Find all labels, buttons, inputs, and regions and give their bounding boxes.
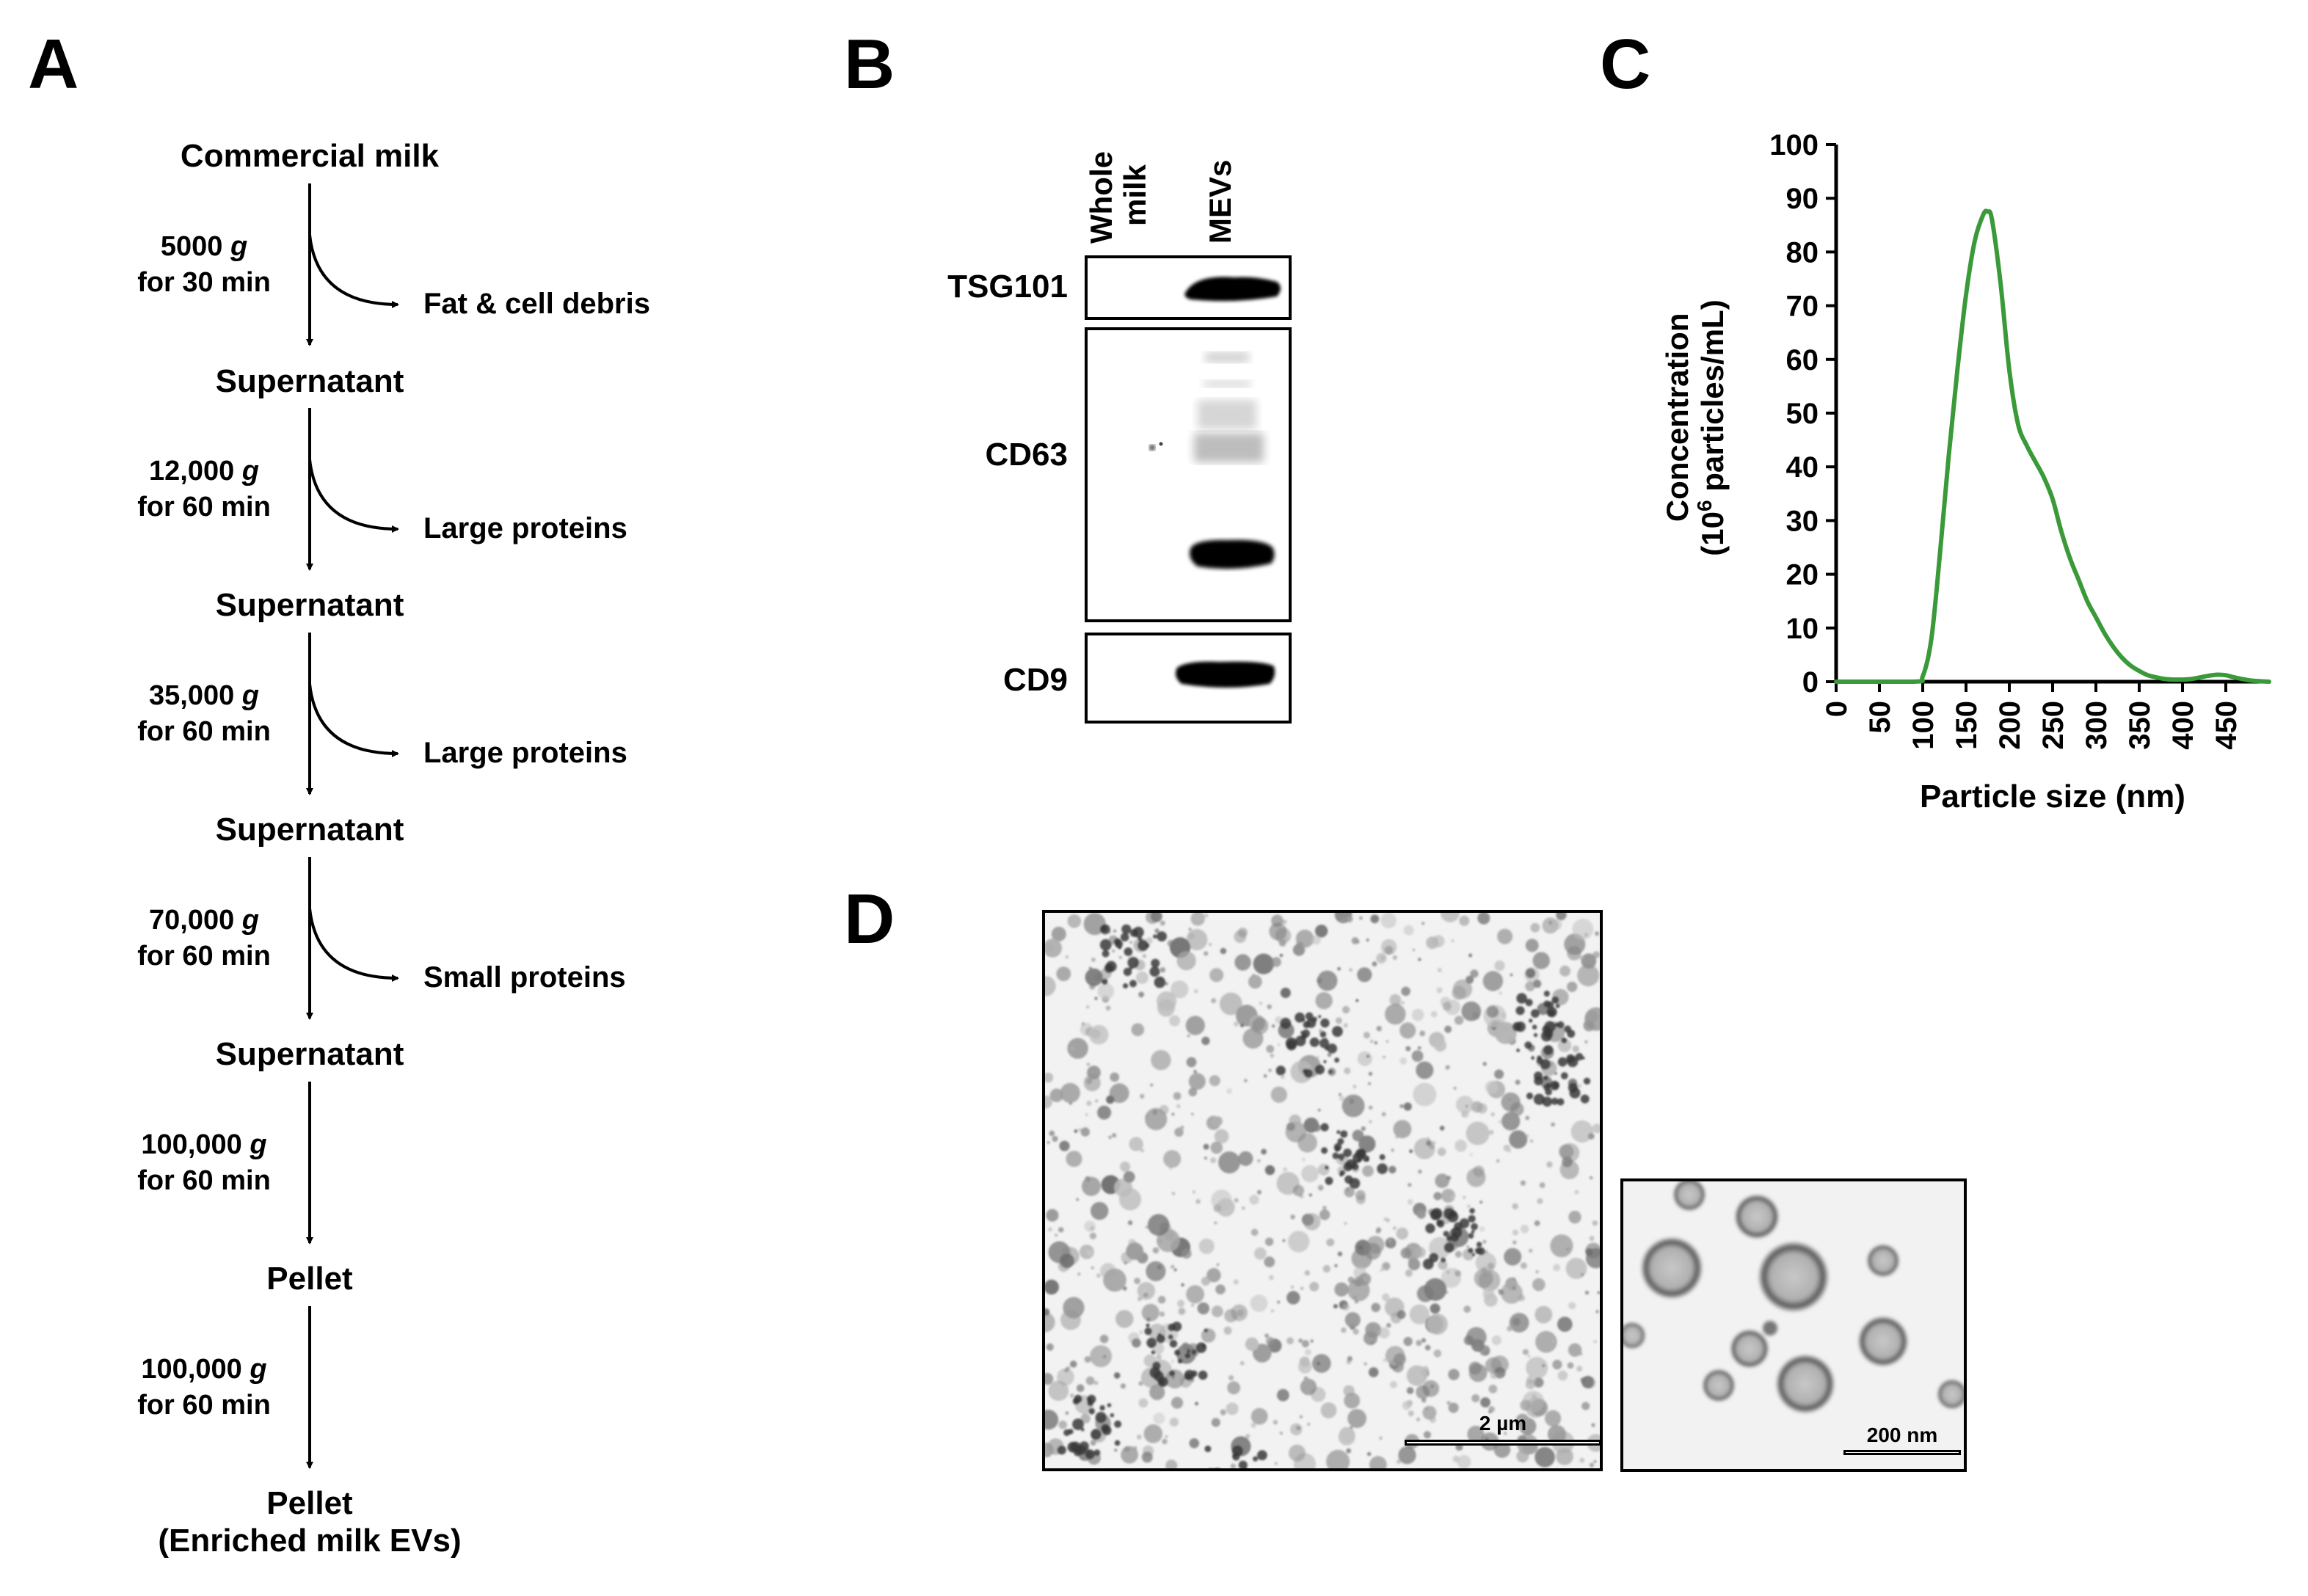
- flow-step-2-unit: g: [241, 456, 260, 487]
- tem-overview-scale-label: 2 µm: [1479, 1412, 1527, 1435]
- chart-y-tick-label: 90: [1786, 183, 1819, 215]
- chart-x-tick-label: 0: [1821, 701, 1853, 717]
- tem-overview-micrograph: [1045, 913, 1600, 1468]
- chart-y-axis-label-line1: Concentration: [1660, 313, 1694, 522]
- chart-x-tick-label: 350: [2124, 701, 2156, 750]
- flow-step-1-unit: g: [230, 231, 248, 262]
- lane-label-whole-line1: Whole: [1084, 151, 1118, 244]
- flow-step-5-speed: 100,000: [141, 1129, 242, 1160]
- chart-x-tick-label: 200: [1994, 701, 2026, 750]
- flow-step-1-time: for 30 min: [137, 267, 271, 299]
- chart-x-tick-label: 300: [2081, 701, 2113, 750]
- panel-label-b: B: [844, 25, 895, 103]
- chart-y-axis-label-sup: 6: [1693, 500, 1716, 511]
- chart-y-tick-label: 10: [1786, 613, 1819, 645]
- flow-step-4-condition: 70,000 g for 60 min: [137, 903, 271, 975]
- flow-step-6-speed: 100,000: [141, 1354, 242, 1385]
- flow-stage-supernatant-4: Supernatant: [215, 1036, 404, 1072]
- flow-step-2-speed: 12,000: [148, 456, 235, 487]
- chart-axes: [1834, 145, 2269, 684]
- flow-step-5-condition: 100,000 g for 60 min: [137, 1127, 271, 1200]
- flow-step-3-speed: 35,000: [148, 680, 235, 711]
- flow-step-6-unit: g: [250, 1354, 267, 1385]
- blot-marker-cd63: CD63: [985, 437, 1069, 473]
- chart-y-tick-label: 20: [1786, 559, 1819, 591]
- blot-band-cd9: [1176, 661, 1275, 688]
- chart-y-tick-label: 50: [1786, 398, 1819, 430]
- flow-step-3-condition: 35,000 g for 60 min: [137, 678, 271, 751]
- flow-step-4-speed: 70,000: [148, 905, 235, 936]
- flow-step-2-condition: 12,000 g for 60 min: [137, 453, 271, 526]
- chart-y-tick-label: 80: [1786, 236, 1819, 269]
- tem-zoom-scale-bar: [1843, 1450, 1961, 1455]
- tem-image-overview: 2 µm: [1042, 910, 1603, 1471]
- flow-step-3-removed: Large proteins: [423, 737, 627, 769]
- chart-y-tick-label: 70: [1786, 291, 1819, 323]
- flow-stage-pellet-2: Pellet (Enriched milk EVs): [158, 1485, 461, 1559]
- flow-step-3-time: for 60 min: [137, 716, 271, 748]
- blot-marker-cd9: CD9: [1002, 662, 1068, 698]
- flow-stage-supernatant-1: Supernatant: [215, 363, 404, 399]
- lane-label-whole-line2: milk: [1118, 164, 1153, 226]
- panel-label-c: C: [1600, 25, 1651, 103]
- chart-y-tick-label: 30: [1786, 505, 1819, 537]
- flow-step-4-time: for 60 min: [137, 941, 271, 972]
- flow-step-2-removed: Large proteins: [423, 512, 627, 544]
- blot-band-tsg101: [1184, 277, 1281, 302]
- flow-step-6-condition: 100,000 g for 60 min: [137, 1352, 271, 1424]
- chart-y-axis-label-line2-suffix: particles/mL): [1695, 299, 1730, 500]
- tem-zoom-micrograph: [1623, 1181, 1964, 1413]
- chart-x-tick-label: 100: [1907, 701, 1940, 750]
- flow-branch-arrow-4: [308, 908, 399, 982]
- flow-stage-pellet-2-line2: (Enriched milk EVs): [158, 1522, 462, 1559]
- flow-branch-arrow-2: [308, 459, 399, 533]
- lane-label-mevs: MEVs: [1203, 159, 1237, 244]
- flow-step-1-speed: 5000: [160, 231, 223, 262]
- chart-x-tick-label: 150: [1951, 701, 1983, 750]
- chart-y-axis-label-line2: (10: [1695, 511, 1730, 556]
- nta-chart: 0 10 20 30 40 50 60 70 80 90 100 0 50 100 150 200 250 30…: [1660, 129, 2271, 815]
- flow-step-1-condition: 5000 g for 30 min: [137, 229, 271, 302]
- chart-y-tick-label: 40: [1786, 451, 1819, 484]
- flow-step-5-time: for 60 min: [137, 1165, 271, 1197]
- chart-x-tick-label: 250: [2037, 701, 2069, 750]
- chart-y-ticks: 0 10 20 30 40 50 60 70 80 90 100: [1769, 129, 1836, 699]
- chart-x-tick-label: 400: [2167, 701, 2199, 750]
- lane-label-whole-milk: Whole milk: [1084, 151, 1153, 244]
- flowchart-arrows: [306, 183, 399, 1469]
- flow-step-6-time: for 60 min: [137, 1390, 271, 1421]
- chart-y-tick-label: 0: [1802, 666, 1819, 699]
- flow-stage-commercial-milk: Commercial milk: [180, 138, 440, 174]
- flow-branch-arrow-3: [308, 683, 399, 757]
- flow-step-4-removed: Small proteins: [423, 961, 626, 994]
- panel-label-a: A: [28, 25, 79, 103]
- panel-label-d: D: [844, 880, 895, 958]
- flow-branch-arrow-1: [308, 234, 399, 308]
- blot-marker-tsg101: TSG101: [947, 269, 1068, 305]
- chart-y-tick-label: 100: [1769, 129, 1819, 161]
- chart-x-tick-label: 50: [1864, 701, 1896, 734]
- tem-overview-scale-bar: [1405, 1440, 1600, 1446]
- flow-step-3-unit: g: [241, 680, 260, 711]
- flow-step-4-unit: g: [241, 905, 260, 936]
- blot-strip-cd9: [1085, 633, 1292, 724]
- tem-image-zoom: 200 nm: [1620, 1178, 1967, 1472]
- flow-stage-supernatant-3: Supernatant: [215, 812, 404, 848]
- flow-stage-pellet-2-line1: Pellet: [266, 1485, 353, 1521]
- chart-x-ticks: 0 50 100 150 200 250 300 350 400 450: [1821, 682, 2243, 750]
- flow-stage-supernatant-2: Supernatant: [215, 587, 404, 623]
- tem-zoom-scale-label: 200 nm: [1866, 1424, 1938, 1446]
- chart-x-axis-label: Particle size (nm): [1920, 779, 2185, 815]
- chart-x-tick-label: 450: [2210, 701, 2243, 750]
- flow-stage-pellet-1: Pellet: [266, 1261, 353, 1297]
- blot-strip-tsg101: [1085, 255, 1292, 320]
- chart-y-axis-label: Concentration (106 particles/mL): [1660, 299, 1730, 555]
- chart-y-tick-label: 60: [1786, 344, 1819, 376]
- blot-strip-cd63: [1085, 327, 1292, 622]
- flow-step-1-removed: Fat & cell debris: [423, 288, 650, 320]
- flow-step-2-time: for 60 min: [137, 492, 271, 523]
- flow-step-5-unit: g: [250, 1129, 267, 1160]
- chart-series-line: [1834, 208, 2271, 684]
- blot-band-cd63: [1149, 352, 1275, 569]
